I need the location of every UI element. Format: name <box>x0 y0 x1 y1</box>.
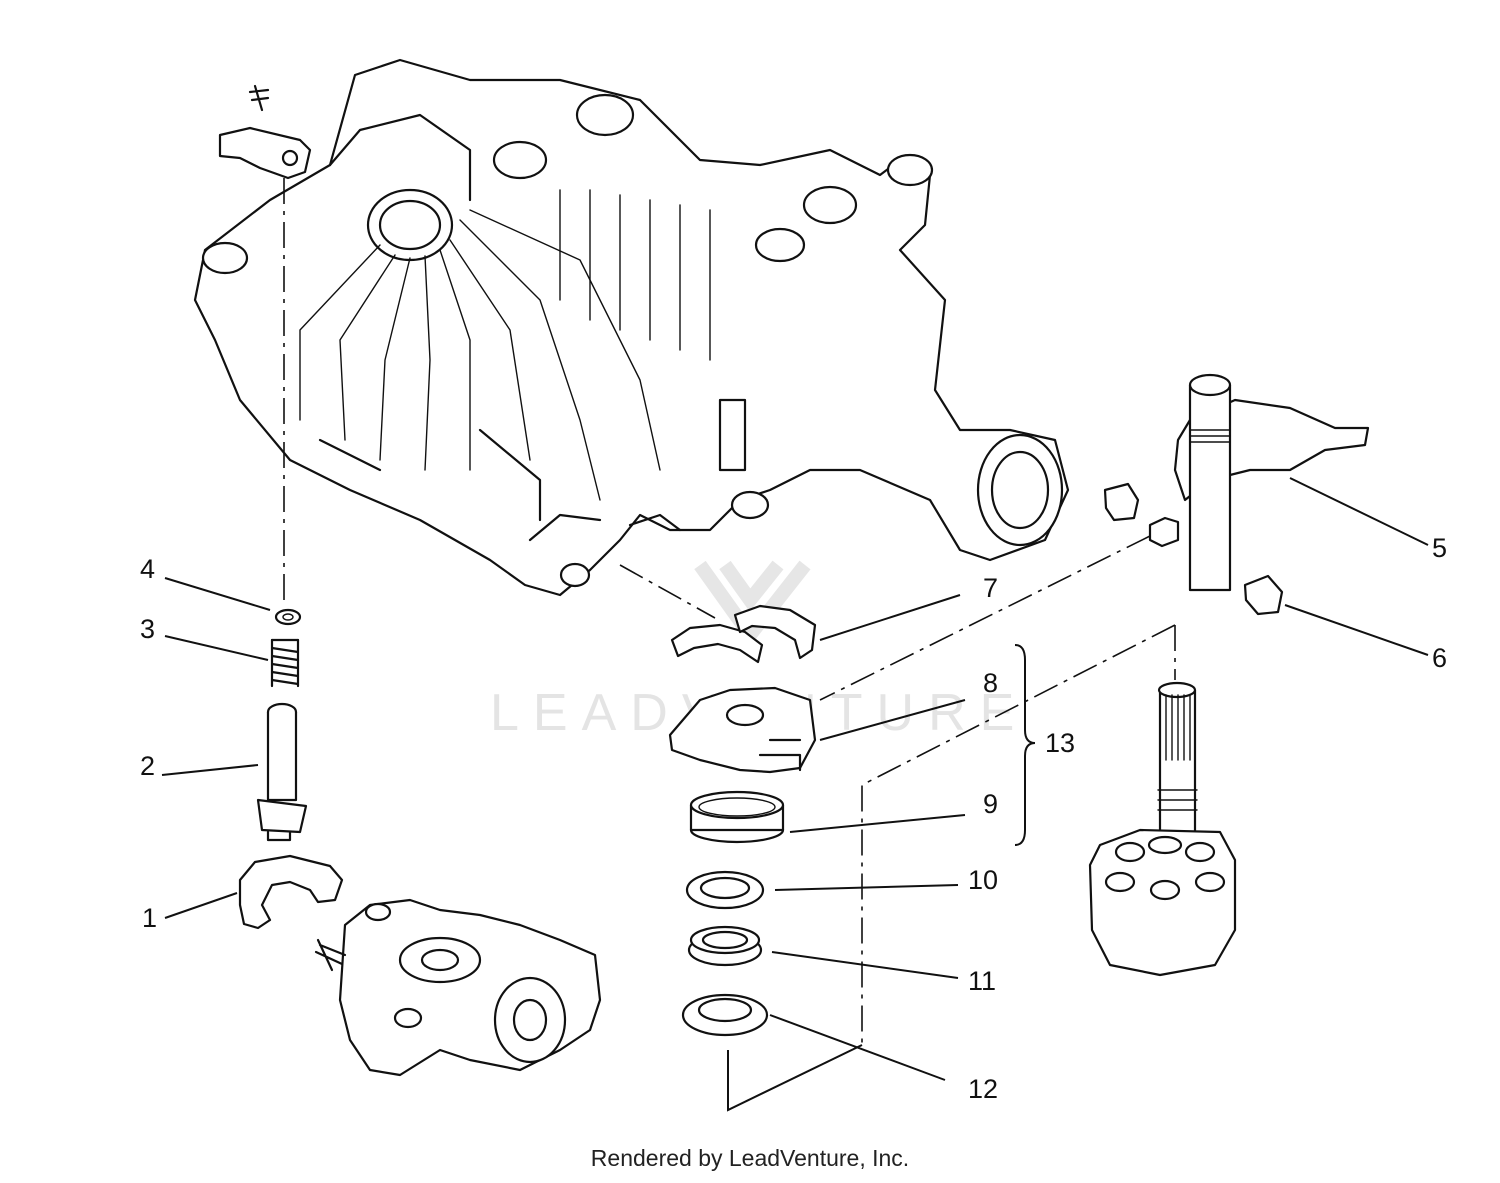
leader-11 <box>771 951 959 979</box>
callout-13: 13 <box>1045 728 1075 758</box>
footer-credit: Rendered by LeadVenture, Inc. <box>590 1145 910 1171</box>
leader-12 <box>769 1014 946 1081</box>
leader-8 <box>819 699 966 741</box>
callout-11: 11 <box>968 966 996 996</box>
part-10-washer <box>685 870 765 910</box>
bottom-v-bracket <box>727 1044 863 1112</box>
callout-4: 4 <box>140 554 155 584</box>
control-arm-top <box>218 84 312 180</box>
leader-lines <box>161 477 1429 1081</box>
leader-5 <box>1289 477 1429 546</box>
part-8-swashplate <box>668 686 817 774</box>
callout-12: 12 <box>968 1074 998 1104</box>
leader-1 <box>164 892 238 919</box>
part-7-bearing-halves <box>670 604 817 664</box>
part-12-washer <box>681 993 769 1037</box>
callout-3: 3 <box>140 614 155 644</box>
callout-2: 2 <box>140 751 155 781</box>
leader-3 <box>164 635 269 661</box>
callout-labels: 1 2 3 4 5 6 7 8 9 10 11 12 13 <box>140 533 1447 1104</box>
part-11-seal <box>687 925 763 967</box>
callout-9: 9 <box>983 789 998 819</box>
leader-9 <box>789 814 966 833</box>
part-9-ring <box>689 790 785 844</box>
callout-5: 5 <box>1432 533 1447 563</box>
brace-13 <box>1014 644 1036 846</box>
transaxle-housing <box>193 58 1070 597</box>
callout-8: 8 <box>983 668 998 698</box>
callout-7: 7 <box>983 573 998 603</box>
motor-shaft-cylinder-block <box>1088 681 1237 977</box>
leader-10 <box>774 884 959 891</box>
leader-2 <box>161 764 259 776</box>
part-1-bracket <box>238 854 344 930</box>
part-4-washer <box>274 608 302 626</box>
part-6-block <box>1243 574 1284 616</box>
leader-4 <box>164 577 271 611</box>
callout-6: 6 <box>1432 643 1447 673</box>
axis-line-bearing <box>619 564 716 619</box>
part-3-spring <box>270 638 300 688</box>
leader-7 <box>819 594 961 641</box>
callout-10: 10 <box>968 865 998 895</box>
part-2-shaft <box>256 702 308 842</box>
leader-6 <box>1284 604 1429 656</box>
part-5-shift-lever <box>1103 373 1370 592</box>
center-section-block <box>314 898 602 1077</box>
axis-line-lever <box>819 535 1151 701</box>
callout-1: 1 <box>142 903 157 933</box>
